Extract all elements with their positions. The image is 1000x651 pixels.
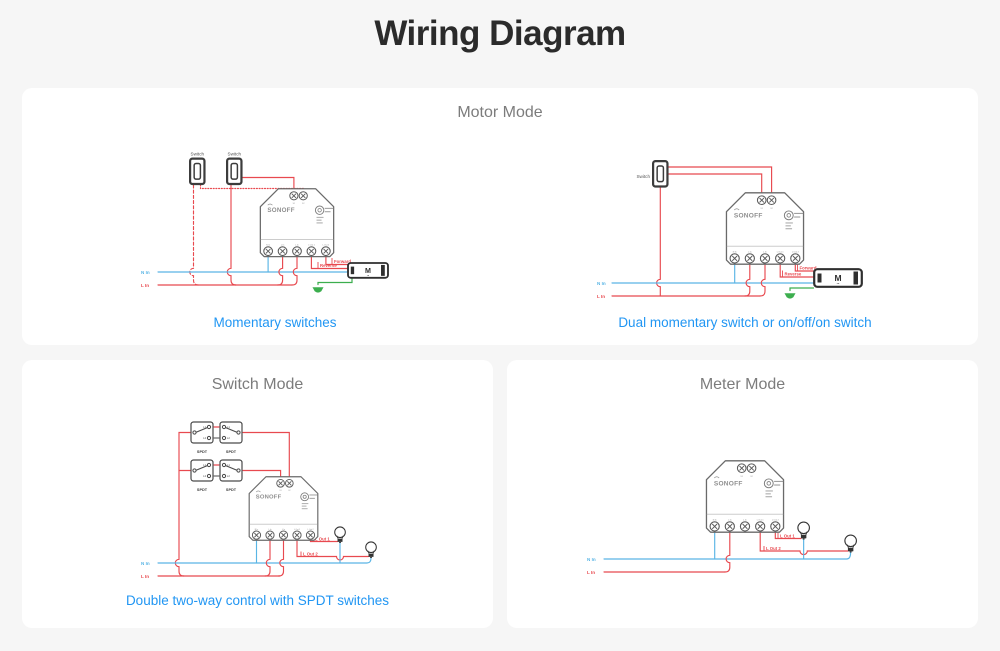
row1-to-s2-wire — [242, 431, 290, 480]
spdt-caption: Double two-way control with SPDT switche… — [125, 593, 390, 608]
spdt-label: SPDT — [197, 488, 208, 492]
switch-2-to-s1-wire — [242, 176, 295, 193]
wall-switch-icon — [189, 157, 206, 186]
l-in-label: L In — [587, 570, 595, 575]
l-terminal-riser — [277, 246, 284, 286]
ground-icon — [312, 287, 324, 293]
l-out-2-label: L Out 2 — [766, 546, 781, 551]
forward-label: Forward — [334, 259, 351, 264]
forward-label: Forward — [800, 266, 817, 271]
switch-to-s2-wire — [668, 166, 773, 197]
l-terminal-riser — [744, 257, 751, 297]
light-bulb-icon — [334, 526, 346, 544]
sonoff-device — [249, 477, 318, 541]
switch-2-to-l-wire — [226, 184, 237, 286]
spdt-switch-icon — [190, 421, 214, 444]
switch-to-l-wire — [656, 187, 661, 297]
n-in-label: N In — [597, 281, 606, 286]
spdt-switch-icon — [219, 421, 243, 444]
motor-icon — [347, 262, 389, 279]
switch-label: Switch — [636, 174, 650, 179]
l-out-1-label: L Out 1 — [780, 533, 795, 538]
spdt-label: SPDT — [226, 450, 237, 454]
ground-icon — [784, 293, 796, 299]
sonoff-device — [706, 461, 783, 532]
neutral-line — [603, 551, 852, 560]
l-in-label: L In — [597, 294, 605, 299]
page-title: Wiring Diagram — [374, 14, 626, 53]
spdt-label: SPDT — [197, 450, 208, 454]
n-in-label: N In — [587, 557, 596, 562]
reverse-label: Reverse — [785, 272, 802, 277]
wall-switch-icon — [652, 160, 669, 188]
l-in-label: L In — [141, 574, 149, 579]
l-out-1-label: L Out 1 — [315, 536, 330, 541]
sonoff-device — [726, 193, 803, 264]
dual-momentary-caption: Dual momentary switch or on/off/on switc… — [618, 315, 872, 330]
switch-mode-diagram: SPDT SPDT SPDT SPDT N In L In L Out 1 L … — [141, 421, 377, 579]
light-bulb-icon — [844, 534, 857, 554]
momentary-switches-caption: Momentary switches — [213, 315, 337, 330]
n-in-label: N In — [141, 561, 150, 566]
l-in-label: L In — [141, 283, 149, 288]
wall-switch-icon — [226, 157, 243, 186]
sonoff-device — [260, 189, 333, 257]
l-out-2-wire — [296, 534, 370, 561]
motor-mode-panel: Motor Mode — [22, 88, 978, 345]
l-terminal-riser — [277, 534, 285, 577]
n-in-label: N In — [141, 270, 150, 275]
l-terminal-riser — [291, 246, 298, 286]
ground-wire — [317, 277, 353, 286]
l-terminal-riser — [264, 534, 271, 577]
switch-1-to-l-wire — [189, 184, 200, 286]
switch-to-s1-wire — [668, 173, 763, 197]
motor-icon — [813, 268, 863, 289]
l-terminal-riser — [759, 257, 766, 297]
spdt-label: SPDT — [226, 488, 237, 492]
l-out-2-wire — [759, 525, 849, 556]
motor-mode-momentary-diagram: Switch Switch N In L In Forward Reverse — [141, 152, 389, 293]
light-bulb-icon — [365, 541, 377, 559]
meter-mode-diagram: N In L In L Out 1 L Out 2 — [587, 455, 857, 575]
spdt-switch-icon — [190, 459, 214, 482]
neutral-line — [157, 557, 372, 564]
motor-mode-title: Motor Mode — [457, 104, 543, 121]
switch-1-label: Switch — [191, 152, 205, 157]
l-terminal-riser — [724, 525, 731, 573]
meter-mode-title: Meter Mode — [699, 376, 786, 393]
light-bulb-icon — [797, 521, 810, 541]
reverse-label: Reverse — [320, 263, 337, 268]
switch-2-label: Switch — [228, 152, 242, 157]
motor-mode-dual-switch-diagram: Switch N In L In Forward Reverse — [597, 160, 863, 299]
ground-wire — [789, 287, 815, 292]
l-out-2-label: L Out 2 — [303, 551, 318, 556]
spdt-common-trunk — [174, 431, 191, 577]
switch-mode-title: Switch Mode — [211, 376, 304, 393]
spdt-switch-icon — [219, 459, 243, 482]
